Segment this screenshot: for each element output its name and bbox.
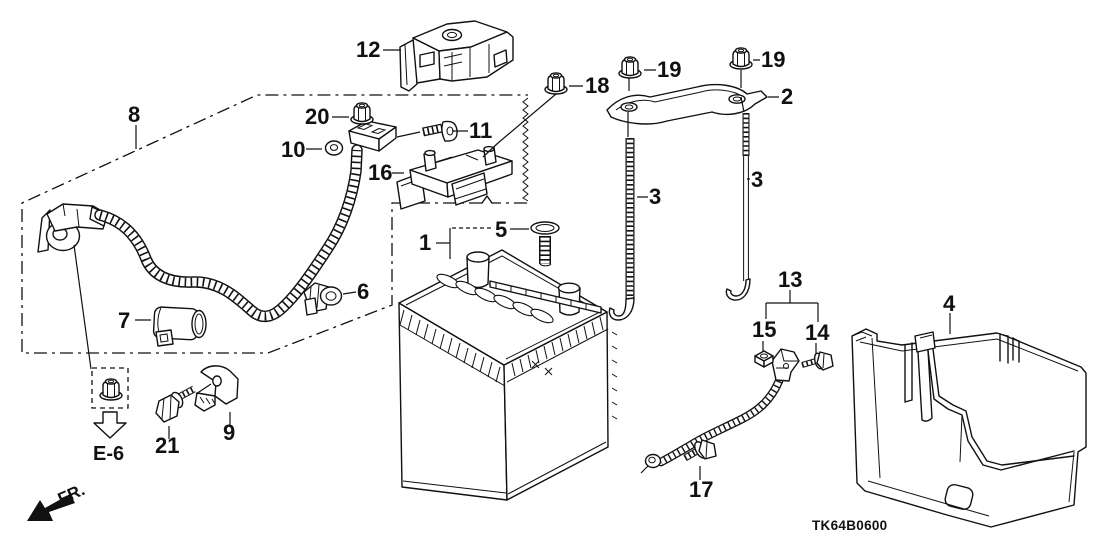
part-3-left-setting-bolt: [608, 138, 635, 321]
callout-3-right: 3: [751, 167, 763, 192]
callout-18: 18: [585, 73, 609, 98]
cable-corrugation: [98, 149, 362, 321]
callout-labels: 1 2 3 3 4 5 6 7 8 9 10 11 12 13 14 15 16…: [118, 37, 956, 502]
callout-12: 12: [356, 37, 380, 62]
callout-3-left: 3: [649, 184, 661, 209]
callout-17: 17: [689, 477, 713, 502]
callout-16: 16: [368, 160, 392, 185]
callout-11: 11: [469, 118, 492, 143]
down-arrow-icon: [93, 411, 127, 439]
part-12-terminal-cover: [399, 20, 514, 92]
callout-21: 21: [155, 433, 179, 458]
part-15-square-nut: [754, 350, 774, 368]
part-19-right-flange-nut: [729, 47, 753, 70]
part-17-ground-bolt: [683, 439, 717, 462]
part-2-setting-plate: [606, 83, 768, 125]
part-20-flange-nut: [350, 102, 374, 125]
part-18-flange-nut: [544, 72, 568, 95]
part-11-terminal-bolt: [422, 120, 458, 142]
callout-10: 10: [281, 137, 305, 162]
part-1-battery: [398, 249, 618, 501]
ground-eyelet: [644, 453, 662, 469]
callout-5: 5: [495, 217, 507, 242]
callout-13: 13: [778, 267, 802, 292]
part-7-terminal-boot: [152, 306, 207, 347]
part-9-bracket: [194, 365, 239, 412]
e6-nut: [99, 378, 123, 401]
section-ref-label: E-6: [93, 443, 124, 465]
callout-6: 6: [357, 279, 369, 304]
section-ref-e6: E-6: [91, 367, 129, 465]
part-3-right-setting-bolt: [725, 113, 751, 301]
front-arrow-icon: [27, 494, 75, 521]
callout-7: 7: [118, 308, 130, 333]
section-cut-zigzag: [522, 97, 529, 202]
callout-19-left: 19: [657, 57, 681, 82]
part-13-ground-cable: [644, 348, 800, 469]
part-6-cable-clamp: [303, 282, 343, 316]
callout-8: 8: [128, 102, 140, 127]
front-direction: FR.: [27, 480, 88, 521]
part-8-battery-cable: [37, 120, 397, 323]
callout-19-right: 19: [761, 47, 785, 72]
part-4-battery-box: [851, 328, 1087, 528]
callout-20: 20: [305, 104, 329, 129]
battery-vent-caps: [436, 273, 554, 324]
part-14-bolt: [801, 351, 834, 371]
assembly-boundary-boxes: [21, 94, 529, 354]
callout-14: 14: [805, 320, 830, 345]
part-10-nut: [324, 140, 344, 156]
callout-1: 1: [419, 230, 431, 255]
callout-9: 9: [223, 420, 235, 445]
part-5-vent-plug: [530, 221, 560, 267]
leader-lines: [73, 49, 951, 480]
front-label: FR.: [55, 480, 88, 508]
part-21-bolt: [155, 385, 196, 423]
callout-15: 15: [752, 317, 776, 342]
callout-4: 4: [943, 291, 956, 316]
callout-2: 2: [781, 84, 793, 109]
part-19-left-flange-nut: [618, 56, 642, 79]
part-16-terminal-plate: [396, 145, 513, 210]
diagram-code: TK64B0600: [812, 518, 888, 533]
